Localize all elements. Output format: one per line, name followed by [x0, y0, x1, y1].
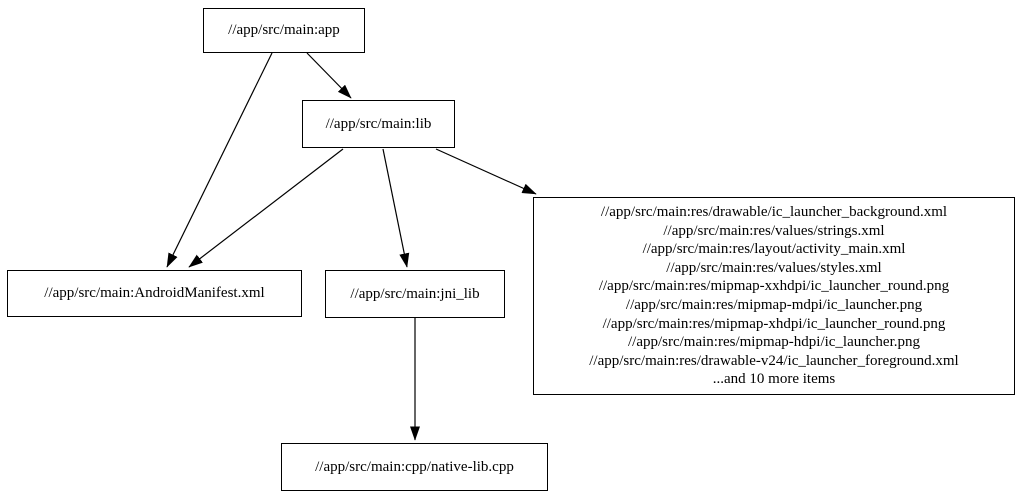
res-file-line: //app/src/main:res/drawable/ic_launcher_…: [600, 204, 948, 221]
node-android-manifest-label: //app/src/main:AndroidManifest.xml: [44, 285, 265, 301]
res-more-items-line: ...and 10 more items: [712, 371, 836, 388]
node-lib-label: //app/src/main:lib: [325, 115, 432, 132]
res-file-line: //app/src/main:res/drawable-v24/ic_launc…: [589, 352, 959, 369]
node-app-target: //app/src/main:app: [203, 8, 365, 53]
node-jni-lib-label: //app/src/main:jni_lib: [350, 285, 480, 302]
node-res-file-group: //app/src/main:res/drawable/ic_launcher_…: [533, 197, 1015, 395]
edge-app-to-lib: [306, 52, 352, 99]
res-file-line: //app/src/main:res/layout/activity_main.…: [642, 241, 906, 258]
node-native-lib-cpp: //app/src/main:cpp/native-lib.cpp: [281, 443, 548, 491]
node-lib-target: //app/src/main:lib: [302, 100, 455, 148]
res-file-line: //app/src/main:res/mipmap-xxhdpi/ic_laun…: [598, 278, 950, 295]
node-android-manifest: //app/src/main:AndroidManifest.xml: [7, 270, 302, 317]
res-file-line: //app/src/main:res/mipmap-mdpi/ic_launch…: [625, 297, 923, 313]
res-file-line: //app/src/main:res/values/styles.xml: [666, 259, 882, 276]
node-native-lib-cpp-label: //app/src/main:cpp/native-lib.cpp: [315, 458, 514, 475]
res-file-line: //app/src/main:res/mipmap-hdpi/ic_launch…: [627, 334, 920, 351]
res-file-line: //app/src/main:res/values/strings.xml: [663, 222, 885, 239]
edge-lib-to-jni-lib: [382, 148, 410, 268]
edge-app-to-manifest: [166, 52, 273, 268]
node-app-label: //app/src/main:app: [228, 22, 340, 38]
node-jni-lib-target: //app/src/main:jni_lib: [325, 270, 505, 318]
res-file-line: //app/src/main:res/mipmap-xhdpi/ic_launc…: [602, 315, 946, 332]
edge-lib-to-manifest: [188, 148, 344, 268]
edge-lib-to-res-group: [435, 148, 537, 195]
